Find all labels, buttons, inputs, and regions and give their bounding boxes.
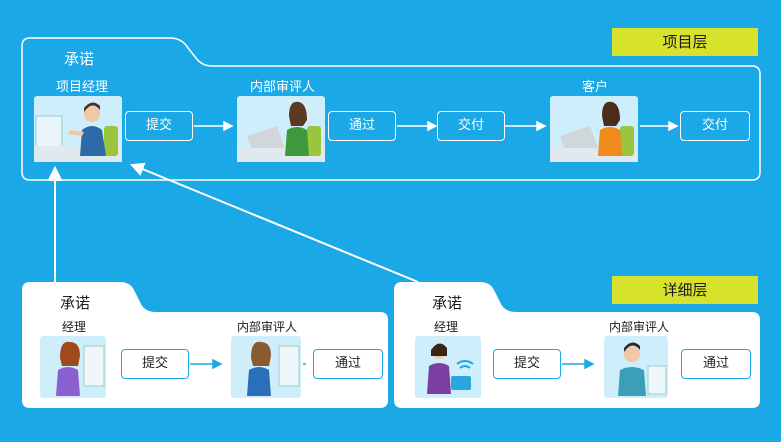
escalation-arrows bbox=[47, 162, 419, 283]
role-label-customer: 客户 bbox=[582, 80, 609, 95]
submit-button-left[interactable]: 提交 bbox=[121, 349, 189, 379]
top-panel-tab: 承诺 bbox=[64, 50, 95, 68]
bottom-right-panel bbox=[394, 282, 760, 408]
reviewer-illustration-right bbox=[604, 336, 668, 398]
manager-illustration-right bbox=[415, 336, 481, 398]
approve-button-top[interactable]: 通过 bbox=[328, 111, 396, 141]
bottom-right-tab: 承诺 bbox=[432, 294, 463, 312]
reviewer-illustration bbox=[237, 96, 325, 162]
role-label-manager-left: 经理 bbox=[62, 320, 87, 334]
reviewer-illustration-left bbox=[231, 336, 301, 398]
bottom-left-tab: 承诺 bbox=[60, 294, 91, 312]
top-arrows bbox=[194, 120, 679, 132]
deliver-button-final[interactable]: 交付 bbox=[680, 111, 750, 141]
role-label-reviewer-right: 内部审评人 bbox=[609, 320, 670, 334]
customer-illustration bbox=[550, 96, 638, 162]
role-label-reviewer: 内部审评人 bbox=[250, 80, 316, 95]
approve-button-right[interactable]: 通过 bbox=[681, 349, 751, 379]
project-manager-illustration bbox=[34, 96, 122, 162]
deliver-button-top[interactable]: 交付 bbox=[437, 111, 505, 141]
submit-button-right[interactable]: 提交 bbox=[493, 349, 561, 379]
bottom-arrows bbox=[190, 358, 595, 370]
role-label-reviewer-left: 内部审评人 bbox=[237, 320, 298, 334]
approve-button-left[interactable]: 通过 bbox=[313, 349, 383, 379]
submit-button-top[interactable]: 提交 bbox=[125, 111, 193, 141]
project-level-badge: 项目层 bbox=[612, 28, 758, 56]
role-label-manager-right: 经理 bbox=[434, 320, 459, 334]
role-label-project-manager: 项目经理 bbox=[56, 80, 109, 95]
top-panel-frame bbox=[21, 37, 761, 181]
detail-level-badge: 详细层 bbox=[612, 276, 758, 304]
manager-illustration-left bbox=[40, 336, 106, 398]
